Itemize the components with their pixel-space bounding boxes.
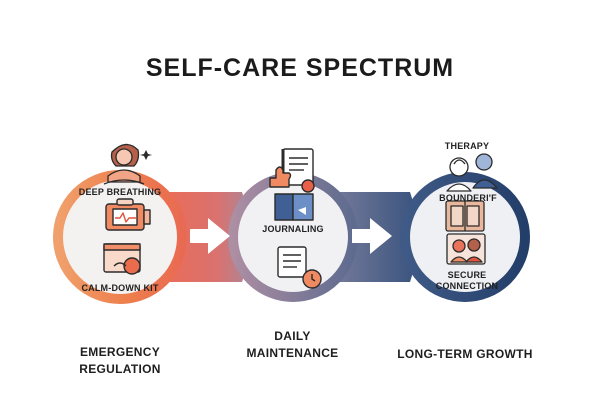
checklist-clock-icon [277, 246, 322, 289]
stage-label-line: REGULATION [79, 362, 161, 376]
item-secure: SECURE [447, 270, 487, 280]
meditating-person-icon [103, 143, 152, 185]
stage-label-emergency-regulation: EMERGENCY REGULATION [60, 344, 180, 378]
item-deep-breathing: DEEP BREATHING [78, 187, 162, 197]
stage-label-daily-maintenance: DAILY MAINTENANCE [225, 328, 360, 362]
item-boundaries: BOUNDERI'F [439, 193, 497, 203]
item-journaling: JOURNALING [262, 224, 324, 234]
item-connection: CONNECTION [435, 281, 499, 291]
stage-label-line: DAILY [274, 329, 311, 343]
kit-box-icon [103, 243, 141, 275]
therapy-people-icon [446, 153, 498, 192]
arrow-right-icon [190, 218, 230, 254]
notebook-icon [274, 193, 314, 221]
planner-thumbs-up-icon [269, 148, 315, 193]
stage-label-line: LONG-TERM GROWTH [397, 347, 533, 361]
family-connection-icon [446, 233, 486, 265]
item-therapy: THERAPY [444, 141, 490, 151]
boundaries-frame-icon [445, 200, 485, 232]
item-calm-down-kit: CALM-DOWN KIT [81, 283, 159, 293]
arrow-right-icon [352, 218, 392, 254]
stage-label-line: EMERGENCY [79, 345, 161, 359]
stage-label-line: MAINTENANCE [246, 346, 339, 360]
first-aid-kit-icon [105, 198, 151, 231]
page-title: SELF-CARE SPECTRUM [145, 54, 455, 82]
stage-label-long-term-growth: LONG-TERM GROWTH [395, 346, 535, 363]
